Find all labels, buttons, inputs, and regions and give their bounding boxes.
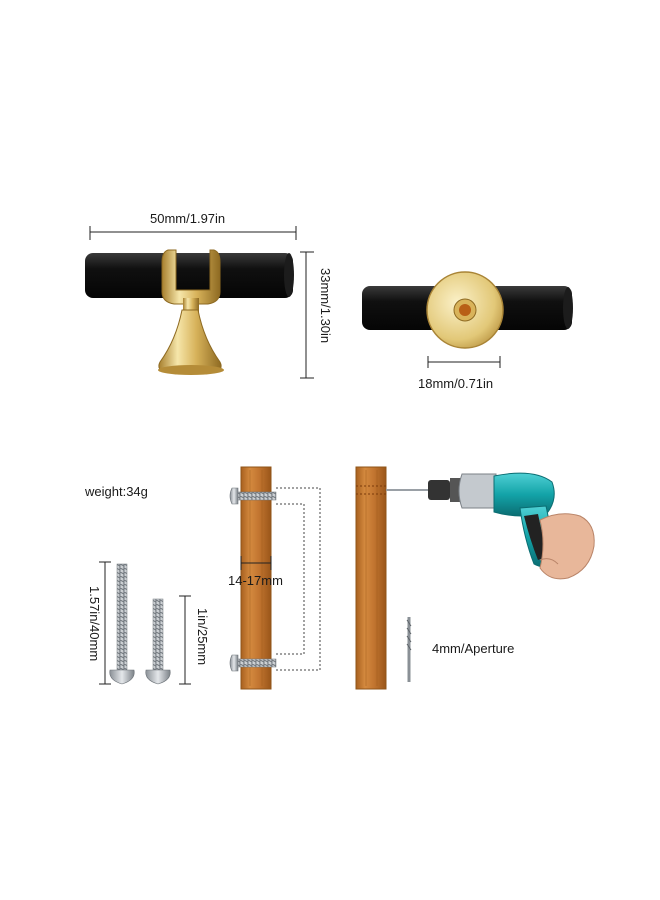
t-bar-knob-back-icon — [362, 271, 573, 349]
height-dimension-line — [300, 251, 314, 379]
drilling-view — [355, 466, 595, 690]
screw-short-length-label: 1in/25mm — [195, 608, 210, 666]
knob-outline-dashed — [276, 487, 321, 671]
screw-length-dimension-long — [99, 561, 111, 685]
drill-bit-icon — [406, 617, 412, 682]
knob-height-label: 33mm/1.30in — [318, 268, 333, 344]
machine-screw-icon — [229, 487, 277, 505]
panel-thickness-label: 14-17mm — [228, 573, 283, 588]
screws-group — [99, 561, 191, 685]
panel-mounting-view — [229, 466, 321, 690]
screw-length-dimension-short — [179, 595, 191, 685]
drill-aperture-label: 4mm/Aperture — [432, 641, 515, 656]
knob-side-view — [85, 226, 314, 379]
base-diameter-label: 18mm/0.71in — [418, 376, 494, 391]
screw-long-length-label: 1.57in/40mm — [87, 586, 102, 662]
power-drill-icon — [428, 472, 557, 568]
width-dimension-line — [89, 226, 297, 240]
knob-back-view — [362, 271, 573, 368]
panel-thickness-dimension-line — [240, 556, 272, 570]
t-bar-knob-side-icon — [85, 249, 294, 375]
wood-panel-icon — [240, 466, 272, 690]
machine-screw-icon — [145, 598, 171, 685]
base-diameter-dimension-line — [427, 356, 501, 368]
machine-screw-icon — [109, 563, 135, 685]
machine-screw-icon — [229, 654, 277, 672]
weight-label: weight:34g — [85, 484, 148, 499]
knob-width-label: 50mm/1.97in — [150, 211, 226, 226]
hand-icon — [539, 513, 595, 580]
wood-panel-icon — [355, 466, 387, 690]
